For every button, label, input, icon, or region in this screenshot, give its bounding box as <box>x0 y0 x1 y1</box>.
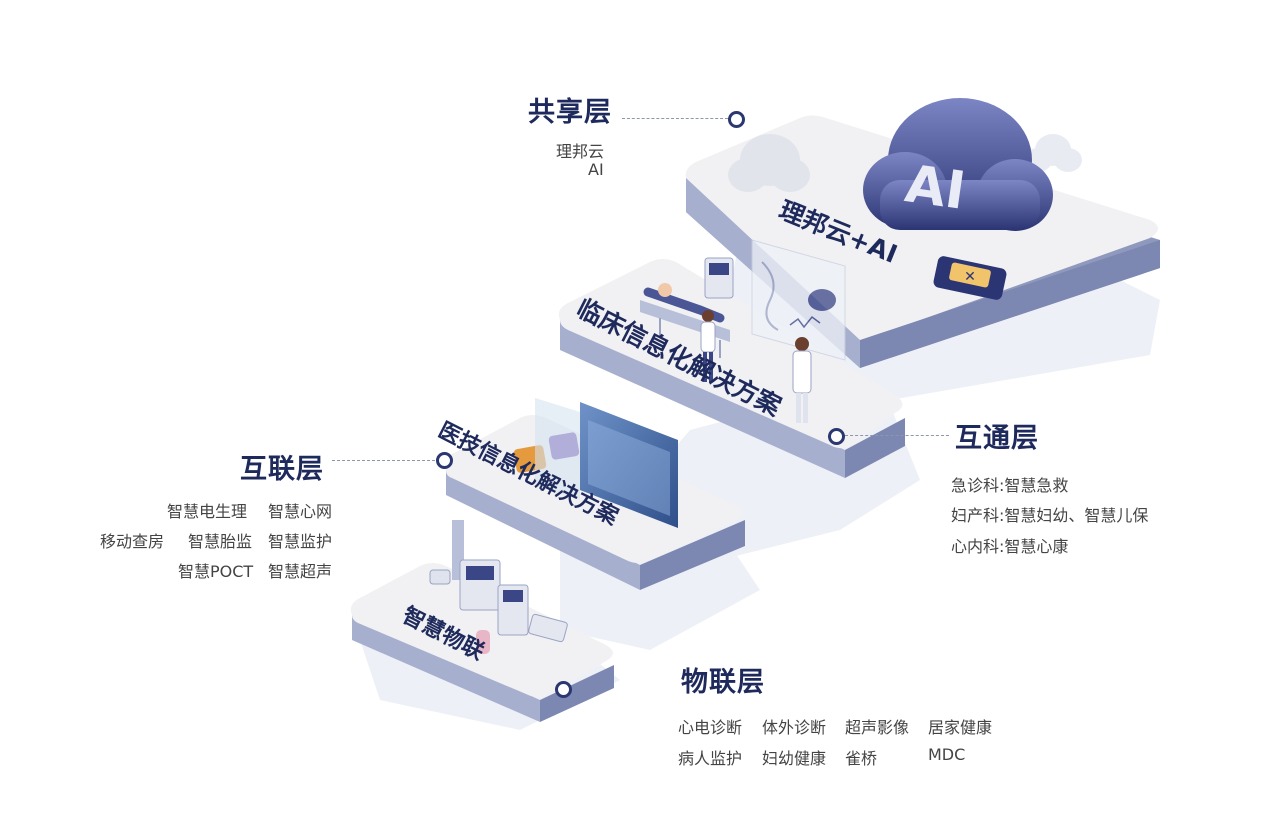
connector-line-shared <box>622 118 728 119</box>
interop-item: 心内科:智慧心康 <box>951 537 1069 556</box>
dna-screen-icon <box>751 239 846 361</box>
layer-title-internet: 互联层 <box>236 447 328 486</box>
iot-item: 超声影像 <box>845 718 910 737</box>
internet-item: 智慧胎监 <box>188 532 253 551</box>
iot-item: 体外诊断 <box>762 718 827 737</box>
internet-item: 智慧心网 <box>268 502 333 521</box>
connector-dot-interop <box>828 428 845 445</box>
iot-item: 居家健康 <box>928 718 993 737</box>
internet-item: 智慧POCT <box>178 562 254 581</box>
connector-line-internet <box>332 460 435 461</box>
internet-item: 移动查房 <box>100 532 165 551</box>
medical-devices-illustration <box>429 520 568 654</box>
monitor-screen-icon <box>513 398 678 528</box>
iot-item: 心电诊断 <box>678 718 743 737</box>
connector-dot-internet <box>436 452 453 469</box>
internet-item: 智慧监护 <box>268 532 333 551</box>
layer-title-iot: 物联层 <box>677 660 769 699</box>
medical-kit-icon: ✕ <box>933 256 1007 300</box>
shared-item: AI <box>588 160 604 179</box>
connector-dot-iot <box>555 681 572 698</box>
interop-item: 妇产科:智慧妇幼、智慧儿保 <box>951 506 1149 525</box>
ai-cloud-icon: AI <box>863 98 1053 231</box>
connector-dot-shared <box>728 111 745 128</box>
internet-item: 智慧超声 <box>268 562 333 581</box>
iot-item: 妇幼健康 <box>762 749 827 768</box>
layer-title-interop: 互通层 <box>951 416 1043 455</box>
iot-item: 雀桥 <box>845 749 878 768</box>
shared-item: 理邦云 <box>556 142 605 161</box>
iot-item: 病人监护 <box>678 749 743 768</box>
interop-item: 急诊科:智慧急救 <box>951 476 1069 495</box>
doctor-figure <box>700 310 812 423</box>
svg-text:✕: ✕ <box>964 269 976 285</box>
internet-item: 智慧电生理 <box>167 502 248 521</box>
layer-title-shared: 共享层 <box>524 90 616 129</box>
connector-line-interop <box>845 435 949 436</box>
ai-badge-text: AI <box>902 154 969 222</box>
iot-item: MDC <box>928 745 966 764</box>
